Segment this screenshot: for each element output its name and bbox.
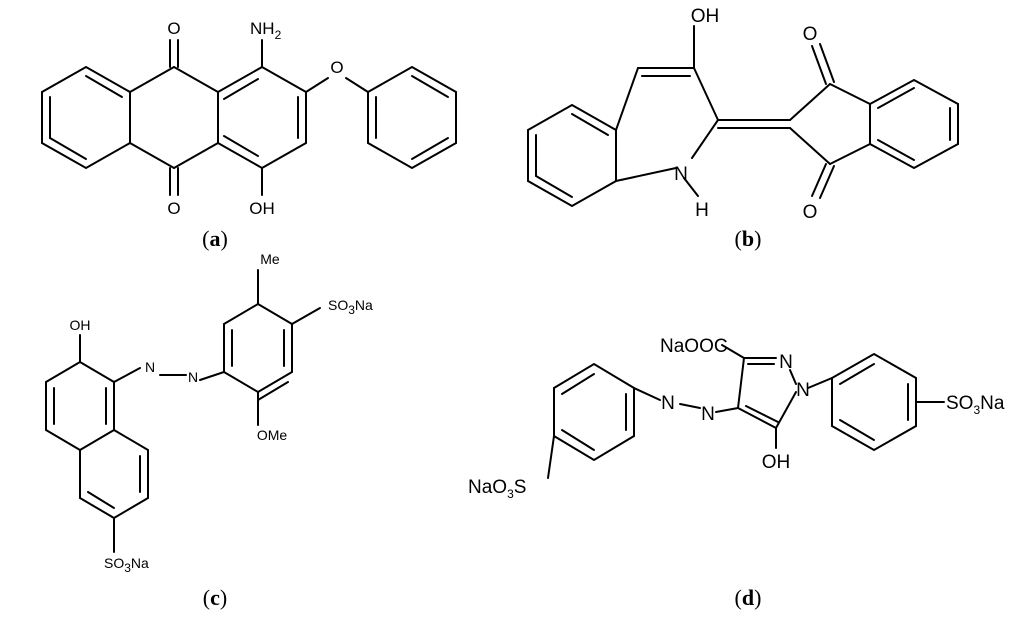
atom-d-pyrazole-nitrogen-2: N (796, 380, 810, 401)
atom-c-methoxy: OMe (257, 427, 288, 443)
atom-c-azo-nitrogen-2: N (188, 369, 198, 385)
structure-b-bonds (527, 25, 959, 208)
atom-b-carbonyl-bottom: O (803, 202, 818, 223)
structure-d: NaOOC N N N N OH SO3Na NaO3S (d) (468, 336, 1005, 610)
atom-c-sulfonate-top: SO3Na (328, 297, 373, 317)
atom-a-hydroxyl: OH (249, 199, 275, 218)
atom-c-azo-nitrogen-1: N (145, 359, 155, 375)
structure-a-bonds (41, 39, 457, 196)
structure-d-bonds (547, 344, 945, 479)
atom-d-azo-nitrogen-2: N (701, 404, 715, 425)
caption-b: (b) (735, 226, 762, 251)
caption-d: (d) (735, 585, 762, 610)
atom-d-sulfonate-left: NaO3S (468, 477, 526, 501)
atom-c-hydroxyl: OH (70, 317, 91, 333)
atom-a-amine: NH2 (250, 19, 282, 42)
atom-d-carboxylate: NaOOC (660, 336, 728, 357)
atom-d-hydroxyl: OH (762, 452, 791, 473)
structure-a: O O NH2 O OH (a) (41, 19, 457, 251)
atom-b-nitrogen-hydrogen: H (695, 200, 709, 221)
caption-a: (a) (202, 226, 228, 251)
caption-c: (c) (203, 585, 227, 610)
atom-d-azo-nitrogen-1: N (661, 393, 675, 414)
structure-b: OH O O N H (b) (527, 6, 959, 251)
atom-d-pyrazole-nitrogen-1: N (779, 352, 793, 373)
atom-b-hydroxyl: OH (691, 6, 720, 27)
atom-a-ether-oxygen: O (330, 58, 343, 77)
atom-b-ring-nitrogen: N (674, 164, 688, 185)
structure-c-bonds (45, 269, 321, 553)
atom-d-sulfonate-right: SO3Na (946, 393, 1005, 417)
atom-b-carbonyl-top: O (803, 24, 818, 45)
structure-c: OH Me SO3Na N N OMe SO3Na (c) (45, 251, 373, 610)
atom-a-carbonyl-bottom: O (167, 199, 180, 218)
atom-a-carbonyl-top: O (167, 19, 180, 38)
atom-c-sulfonate-bottom: SO3Na (104, 555, 149, 575)
atom-c-methyl: Me (260, 251, 280, 267)
